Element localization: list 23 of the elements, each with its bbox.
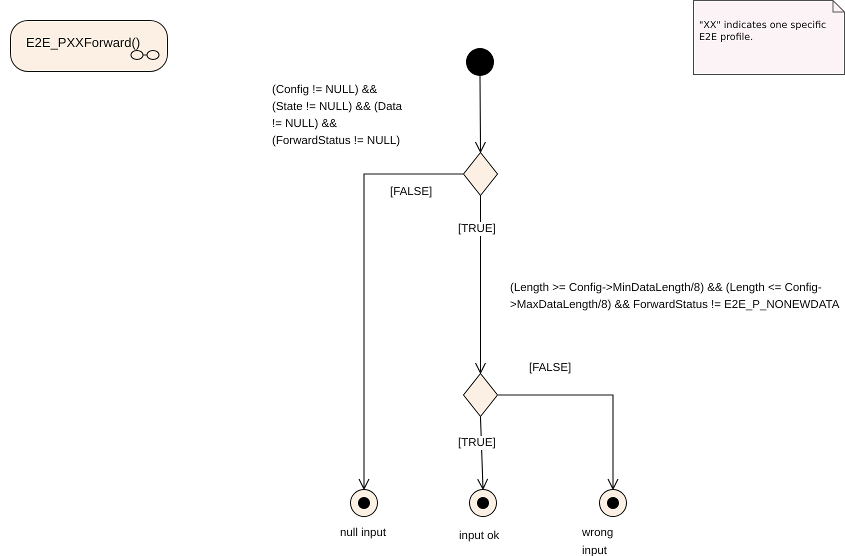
initial-state <box>466 48 494 76</box>
note <box>693 0 845 75</box>
edge-label: [FALSE] <box>390 185 432 199</box>
arrow <box>498 394 619 490</box>
arrow <box>474 76 486 153</box>
edge-label: [TRUE] <box>458 222 496 236</box>
final-state-label: input ok <box>459 529 500 544</box>
arrow <box>358 173 463 490</box>
arrow <box>474 196 486 374</box>
guard-condition: (Config != NULL) && (State != NULL) && (Data != NULL) && (ForwardStatus != NULL) <box>272 83 404 149</box>
edge-label: [FALSE] <box>529 361 572 375</box>
final-state <box>599 489 627 517</box>
final-state-label: wrong input <box>582 526 614 556</box>
edge-label: [TRUE] <box>458 436 496 450</box>
decision-diamond <box>463 373 498 417</box>
activity-box <box>10 20 168 72</box>
final-state-label: null input <box>340 526 388 541</box>
note-text: "XX" indicates one specific E2E profile. <box>699 20 828 45</box>
decision-diamond <box>463 152 498 196</box>
guard-condition: (Length >= Config->MinDataLength/8) && (Length <= Config->MaxDataLength/8) && ForwardStatus != E2E_P_NONEWDATA <box>510 281 840 313</box>
final-state <box>350 489 378 517</box>
activity-name: E2E_PXXForward() <box>26 35 140 52</box>
final-state <box>469 489 497 517</box>
